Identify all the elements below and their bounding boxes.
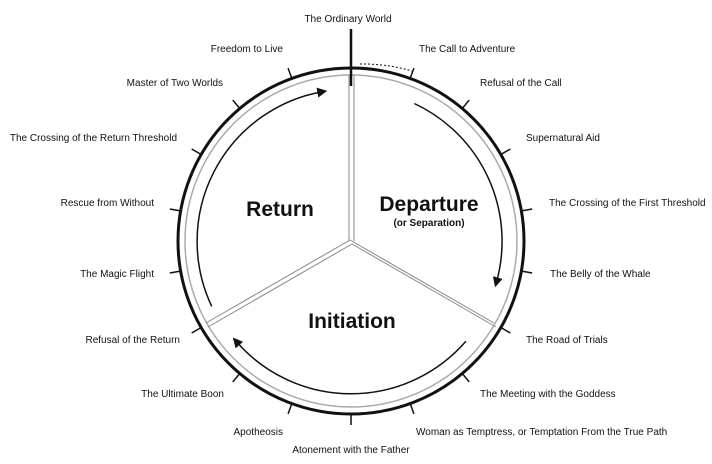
departure-subtitle: (or Separation) [393, 218, 464, 229]
stage-label: Refusal of the Return [86, 335, 181, 346]
stage-label: The Crossing of the First Threshold [549, 198, 706, 209]
stage-label: Supernatural Aid [526, 133, 600, 144]
stage-tick [409, 404, 415, 415]
stage-label: Apotheosis [234, 427, 283, 438]
stage-ticks [169, 67, 533, 425]
stage-label: The Meeting with the Goddess [480, 389, 616, 400]
stage-label: Freedom to Live [211, 44, 284, 55]
stage-tick [287, 67, 293, 78]
stage-label: Woman as Temptress, or Temptation From t… [416, 427, 667, 438]
stage-labels: The Ordinary World The Call to Adventure… [10, 14, 706, 456]
return-title: Return [246, 198, 314, 221]
section-dividers [205, 75, 497, 328]
initiation-title: Initiation [308, 310, 396, 333]
stage-tick [169, 270, 180, 274]
stage-tick [191, 148, 201, 155]
stage-label: Rescue from Without [61, 198, 155, 209]
return-arrow [196, 87, 328, 307]
stage-label: The Ultimate Boon [141, 389, 224, 400]
stage-label: The Magic Flight [80, 269, 154, 280]
stage-tick [462, 373, 470, 383]
stage-label: The Ordinary World [304, 14, 391, 25]
stage-tick [169, 208, 180, 212]
stage-label: Refusal of the Call [480, 78, 562, 89]
stage-tick [522, 270, 533, 274]
stage-tick [501, 327, 511, 334]
stage-label: Master of Two Worlds [127, 78, 223, 89]
stage-tick [462, 99, 470, 109]
stage-tick [501, 148, 511, 155]
stage-tick [409, 67, 415, 78]
stage-tick [232, 99, 240, 109]
stage-tick [232, 373, 240, 383]
stage-label: The Belly of the Whale [550, 269, 651, 280]
stage-label: Atonement with the Father [292, 445, 410, 456]
stage-label: The Crossing of the Return Threshold [10, 133, 177, 144]
stage-tick [522, 208, 533, 212]
departure-arrow [413, 102, 503, 288]
initiation-arrow [232, 337, 467, 395]
stage-label: The Call to Adventure [419, 44, 516, 55]
departure-title: Departure [379, 193, 478, 216]
call-dotted-arc [359, 63, 413, 72]
stage-label: The Road of Trials [526, 335, 608, 346]
stage-tick [191, 327, 201, 334]
stage-tick [287, 404, 293, 415]
